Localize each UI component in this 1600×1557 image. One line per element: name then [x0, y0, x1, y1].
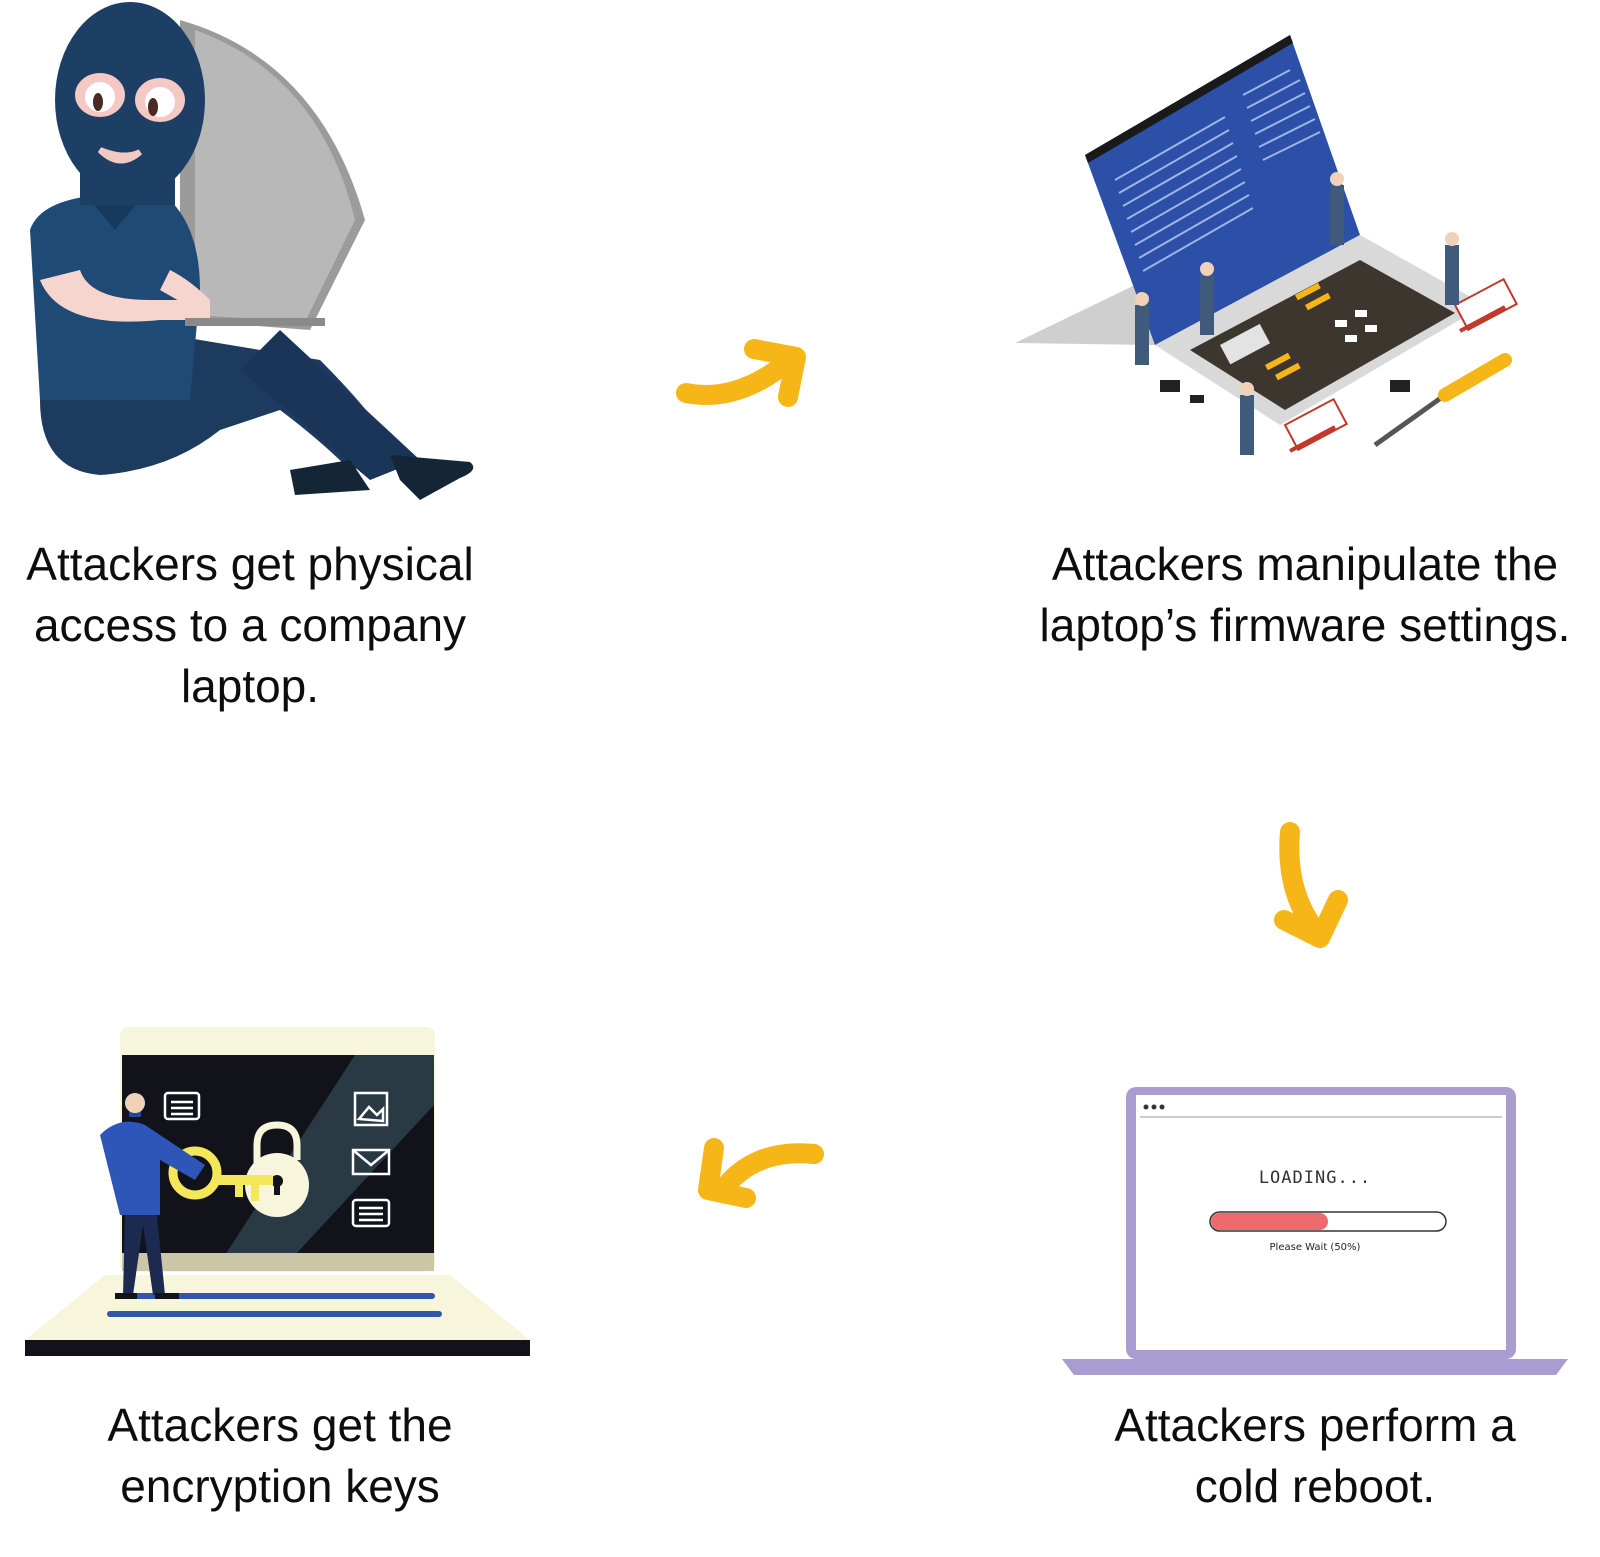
hacker-illustration	[20, 0, 490, 510]
encryption-keys-illustration	[25, 1025, 530, 1360]
progress-fill	[1211, 1213, 1328, 1230]
arrow-left-icon	[686, 1130, 836, 1220]
step-3-caption: Attackers perform a cold reboot.	[1114, 1399, 1516, 1512]
arrow-right-icon	[676, 335, 826, 415]
loading-subtitle: Please Wait (50%)	[1269, 1242, 1361, 1253]
loading-title: LOADING...	[1258, 1168, 1372, 1188]
step-2-caption: Attackers manipulate the laptop’s firmwa…	[1039, 538, 1571, 651]
arrow-down-icon	[1270, 820, 1360, 960]
laptop-frame	[1062, 1087, 1568, 1375]
firmware-illustration	[1015, 35, 1530, 475]
loading-laptop-illustration: LOADING... Please Wait (50%)	[1060, 1085, 1570, 1375]
step-1-caption: Attackers get physical access to a compa…	[26, 538, 474, 712]
step-4-caption: Attackers get the encryption keys	[107, 1399, 453, 1512]
